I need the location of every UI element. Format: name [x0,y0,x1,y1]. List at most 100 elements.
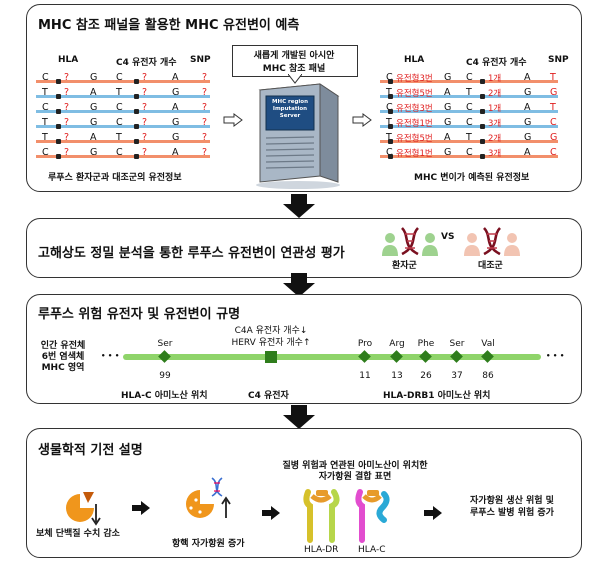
left-row-cell: T [42,117,48,128]
left-row-marker [134,139,139,144]
right-row-cell: C [466,72,473,83]
right-row-cell: 유전형3번 [396,74,433,84]
left-row-line [36,140,210,143]
left-row-cell: C [42,147,49,158]
right-row-cell: A [444,87,451,98]
left-ellipsis: • • • [101,352,120,360]
hla-dr-molecule-icon [303,489,340,543]
panel3-title: 루푸스 위험 유전자 및 유전변이 규명 [38,307,241,322]
left-row-cell: A [172,147,179,158]
right-row-cell: C [386,102,393,113]
right-row-line [380,80,558,83]
left-header-c4: C4 유전자 개수 [116,58,177,68]
left-row-marker [56,109,61,114]
left-row-cell: ? [142,72,148,83]
right-row-marker [388,124,393,129]
right-row-cell: 유전형1번 [396,119,433,129]
amino-acid-name: Phe [417,339,435,349]
right-row-cell: T [386,117,392,128]
right-row-cell: G [444,72,452,83]
right-row-line [380,95,558,98]
left-row-cell: G [172,87,180,98]
right-row-marker [388,94,393,99]
panel4-title: 생물학적 기전 설명 [38,443,143,458]
left-row-marker [134,124,139,129]
right-row-line [380,110,558,113]
right-row-line [380,125,558,128]
chromosome-bar [123,354,541,360]
left-row-cell: G [90,147,98,158]
left-row-cell: G [172,132,180,143]
right-row-cell: T [386,132,392,143]
hla-dr-label: HLA-DR [304,545,339,555]
left-row-cell: ? [64,132,70,143]
right-row-cell: 1개 [488,74,502,84]
right-row-cell: T [550,72,556,83]
right-row-cell: T [550,102,556,113]
control-label: 대조군 [478,261,503,271]
left-header-snp: SNP [190,55,211,65]
amino-acid-position: 37 [451,371,463,381]
complement-label: 보체 단백질 수치 감소 [36,529,120,539]
panel-mechanism [26,428,582,558]
left-row-cell: ? [202,102,208,113]
amino-acid-name: Val [481,339,495,349]
complement-protein-icon [66,492,101,526]
right-row-cell: C [550,147,557,158]
right-row-cell: G [524,87,532,98]
right-row-marker [480,94,485,99]
left-row-line [36,110,210,113]
right-row-cell: G [524,117,532,128]
c4-note-1: C4A 유전자 개수↓ [234,326,308,336]
right-row-marker [480,154,485,159]
down-arrow-2 [283,273,315,297]
left-row-cell: C [116,117,123,128]
left-row-marker [56,79,61,84]
left-row-cell: ? [202,87,208,98]
amino-acid-position: 11 [359,371,371,381]
left-row-marker [134,94,139,99]
left-row-cell: ? [202,147,208,158]
amino-acid-position: 26 [420,371,432,381]
panel-box-pointer [288,74,302,84]
right-row-cell: 유전형5번 [396,89,433,99]
hla-c-molecule-icon [355,489,390,543]
down-arrow-1 [283,194,315,218]
panel-risk-variants [26,294,582,404]
right-row-cell: G [444,147,452,158]
left-row-cell: C [116,147,123,158]
right-caption: MHC 변이가 예측된 유전정보 [414,173,530,183]
left-row-cell: ? [64,87,70,98]
right-row-cell: C [466,147,473,158]
down-arrow-3 [283,405,315,429]
left-row-cell: ? [64,117,70,128]
vs-label: VS [441,232,455,242]
right-row-cell: 3개 [488,149,502,159]
left-row-cell: T [42,132,48,143]
amino-acid-position: 86 [482,371,494,381]
left-row-marker [56,139,61,144]
left-row-cell: G [90,102,98,113]
left-row-marker [134,109,139,114]
case-label: 환자군 [392,261,417,271]
amino-acid-position: 99 [159,371,171,381]
left-row-cell: C [116,72,123,83]
left-row-marker [134,154,139,159]
right-row-cell: 유전형5번 [396,134,433,144]
right-row-cell: G [524,132,532,143]
c4-gene-label: C4 유전자 [248,391,289,401]
right-row-cell: G [550,132,558,143]
right-row-marker [388,139,393,144]
right-row-cell: A [524,102,531,113]
reference-panel-box [232,45,358,77]
right-row-cell: 2개 [488,134,502,144]
left-row-cell: G [90,117,98,128]
server-icon [256,83,340,189]
right-row-cell: C [386,147,393,158]
right-row-cell: G [444,117,452,128]
control-group-icon [464,227,520,256]
right-row-line [380,140,558,143]
left-row-cell: T [116,87,122,98]
